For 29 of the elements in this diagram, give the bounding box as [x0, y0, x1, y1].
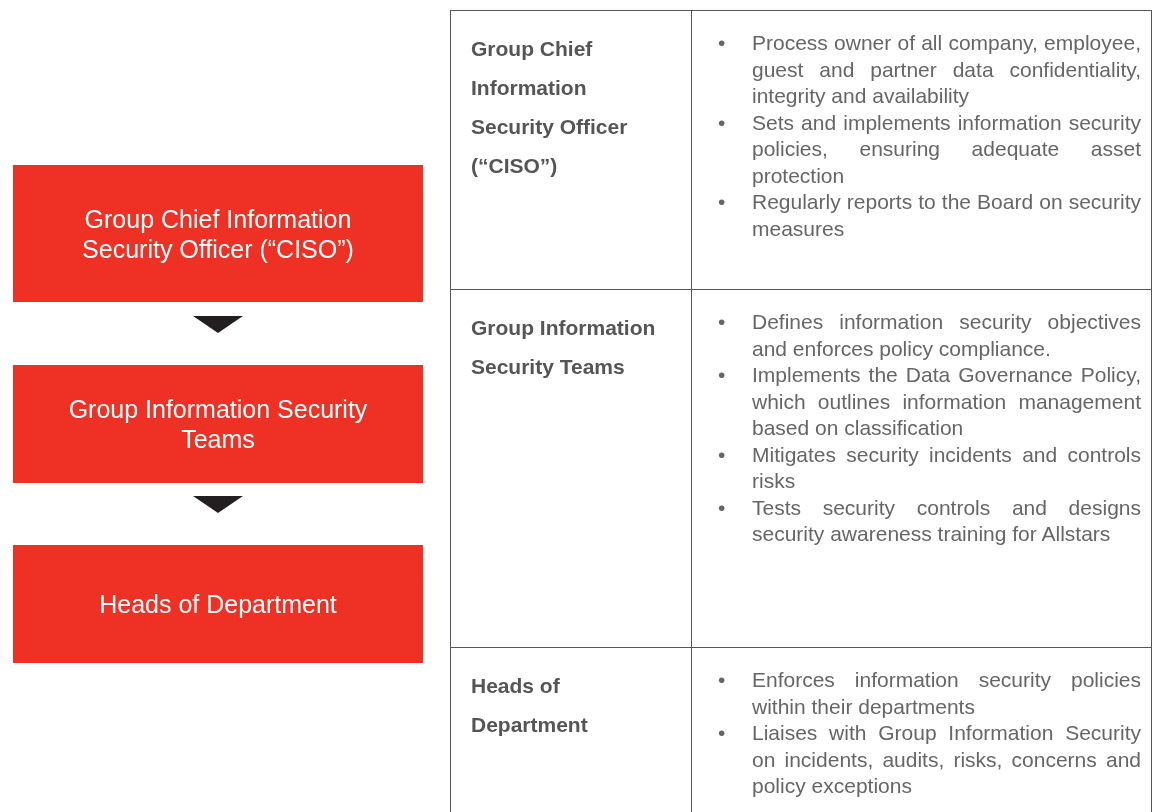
bullet-mark: •: [718, 309, 727, 335]
bullet-text: Liaises with Group Information Security on incidents, audits, risks, concerns and policy exceptions: [752, 720, 1141, 799]
row-heading: Group Information Security Teams: [471, 315, 657, 380]
bullet-text: Sets and implements information security policies, ensuring adequate asset protection: [752, 109, 1141, 189]
bullet-text: Implements the Data Governance Policy, which outlines information management based on classification: [752, 362, 1141, 441]
bullet-mark: •: [718, 30, 727, 56]
role-box: [13, 545, 423, 663]
bullet-text: Regularly reports to the Board on security measures: [752, 189, 1141, 242]
bullet-mark: •: [718, 189, 727, 215]
arrow: [193, 496, 243, 513]
bullet-text: Process owner of all company, employee, guest and partner data confidentiality, integrity and availability: [752, 30, 1141, 109]
role-title: Group Information Security Teams: [67, 394, 369, 454]
role-title: Group Chief Information Security Officer (“CISO”): [81, 203, 355, 264]
arrow: [193, 316, 243, 333]
row-heading: Heads of Department: [471, 673, 589, 738]
bullet-mark: •: [718, 494, 727, 521]
bullet-mark: •: [718, 109, 727, 136]
role-box: [13, 165, 423, 302]
bullet-mark: •: [718, 667, 727, 693]
bullet-text: Mitigates security incidents and controls risks: [752, 441, 1141, 494]
bullet-mark: •: [718, 362, 727, 388]
bullet-mark: •: [718, 441, 727, 468]
bullet-text: Defines information security objectives and enforces policy compliance.: [752, 309, 1141, 362]
role-title: Heads of Department: [98, 589, 338, 619]
bullet-text: Enforces information security policies within their departments: [752, 667, 1141, 720]
row-heading: Group Chief Information Security Officer (“CISO”): [471, 36, 629, 179]
role-box: [13, 365, 423, 483]
bullet-mark: •: [718, 720, 727, 746]
bullet-text: Tests security controls and designs security awareness training for Allstars: [752, 494, 1141, 547]
